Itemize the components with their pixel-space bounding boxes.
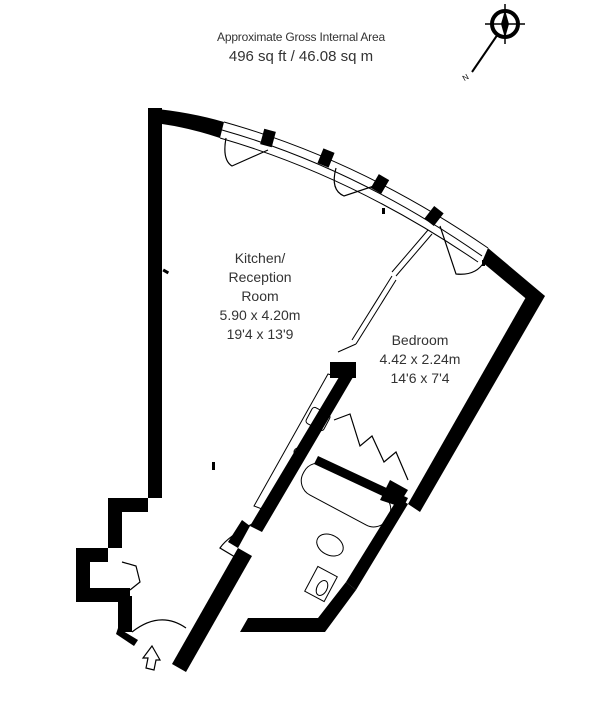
bathroom-fixtures xyxy=(300,462,392,603)
room-name-line3: Room xyxy=(241,288,279,304)
sink-icon xyxy=(305,406,331,432)
toilet-icon xyxy=(316,533,344,557)
washbasin-icon xyxy=(304,565,338,603)
svg-text:N: N xyxy=(461,72,471,83)
room-name-line1: Kitchen/ xyxy=(234,250,286,266)
door-swings xyxy=(121,137,485,633)
bathtub-icon xyxy=(300,462,392,528)
header: Approximate Gross Internal Area 496 sq f… xyxy=(0,30,602,65)
area-value: 496 sq ft / 46.08 sq m xyxy=(228,48,374,65)
room-imperial: 14'6 x 7'4 xyxy=(390,370,450,386)
room-metric: 5.90 x 4.20m xyxy=(219,307,301,323)
compass-rose-icon: N xyxy=(461,4,525,83)
walls xyxy=(76,108,545,672)
kitchen-counter xyxy=(253,373,343,513)
room-metric: 4.42 x 2.24m xyxy=(379,351,461,367)
area-subtitle: Approximate Gross Internal Area xyxy=(217,30,385,44)
room-name: Bedroom xyxy=(391,332,449,348)
entrance-arrow-icon xyxy=(141,644,162,671)
room-label-kitchen-reception: Kitchen/ Reception Room 5.90 x 4.20m 19'… xyxy=(200,249,320,344)
sliding-partition xyxy=(337,229,433,353)
room-imperial: 19'4 x 13'9 xyxy=(226,326,294,342)
room-name-line2: Reception xyxy=(228,269,292,285)
windows xyxy=(219,121,489,263)
room-label-bedroom: Bedroom 4.42 x 2.24m 14'6 x 7'4 xyxy=(370,331,470,388)
socket-markers xyxy=(162,208,485,470)
